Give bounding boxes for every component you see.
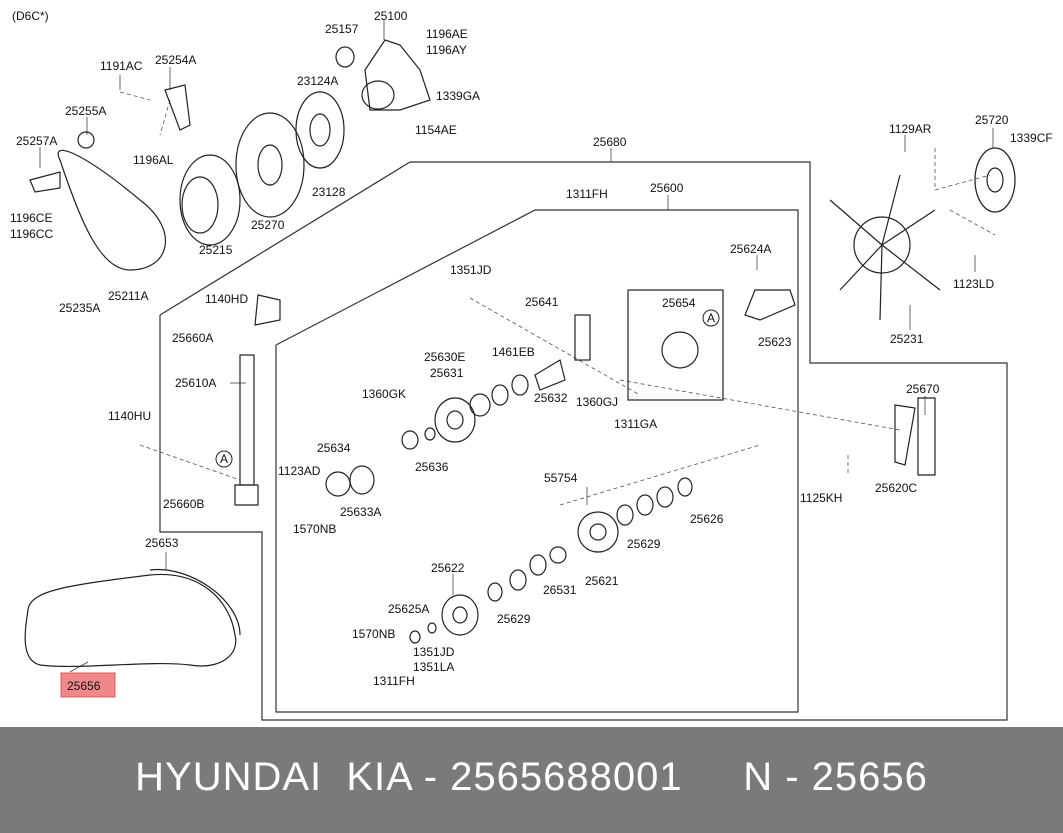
svg-text:1570NB: 1570NB bbox=[293, 522, 336, 536]
svg-text:25634: 25634 bbox=[317, 441, 351, 455]
svg-text:25215: 25215 bbox=[199, 243, 233, 257]
diagram-drawing: A A (D6C*) 25100 25157 1196AE 1196AY 133… bbox=[10, 9, 1053, 721]
svg-text:25622: 25622 bbox=[431, 561, 465, 575]
svg-text:25231: 25231 bbox=[890, 332, 924, 346]
svg-text:1461EB: 1461EB bbox=[492, 345, 535, 359]
highlight-25656 bbox=[60, 672, 116, 698]
svg-text:55754: 55754 bbox=[544, 471, 578, 485]
svg-text:1351JD: 1351JD bbox=[450, 263, 492, 277]
svg-text:25660B: 25660B bbox=[163, 497, 204, 511]
svg-text:26531: 26531 bbox=[543, 583, 577, 597]
svg-text:25629: 25629 bbox=[497, 612, 531, 626]
svg-text:23128: 23128 bbox=[312, 185, 346, 199]
svg-text:1339CF: 1339CF bbox=[1010, 131, 1053, 145]
svg-text:25654: 25654 bbox=[662, 296, 696, 310]
svg-text:1140HU: 1140HU bbox=[108, 409, 151, 423]
svg-text:25270: 25270 bbox=[251, 218, 285, 232]
svg-text:1154AE: 1154AE bbox=[415, 123, 457, 137]
svg-text:25255A: 25255A bbox=[65, 104, 106, 118]
dashed-lines bbox=[119, 91, 996, 506]
svg-text:25632: 25632 bbox=[534, 391, 568, 405]
svg-text:25623: 25623 bbox=[758, 335, 792, 349]
callouts: A A bbox=[215, 309, 720, 468]
svg-text:1351LA: 1351LA bbox=[413, 660, 454, 674]
svg-text:25254A: 25254A bbox=[155, 53, 196, 67]
svg-text:1351JD: 1351JD bbox=[413, 645, 455, 659]
svg-text:1196AY: 1196AY bbox=[426, 43, 467, 57]
assembly-box-25600 bbox=[275, 209, 799, 713]
svg-text:(D6C*): (D6C*) bbox=[12, 9, 49, 23]
footer-bar: HYUNDAI KIA - 2565688001 N - 25656 bbox=[0, 727, 1063, 833]
svg-text:25624A: 25624A bbox=[730, 242, 771, 256]
svg-text:1129AR: 1129AR bbox=[889, 122, 932, 136]
part-shapes bbox=[24, 39, 1016, 668]
svg-text:25653: 25653 bbox=[145, 536, 179, 550]
svg-text:25629: 25629 bbox=[627, 537, 661, 551]
svg-text:25100: 25100 bbox=[374, 9, 408, 23]
svg-text:1123AD: 1123AD bbox=[278, 464, 321, 478]
svg-text:25630E: 25630E bbox=[424, 350, 465, 364]
svg-text:1191AC: 1191AC bbox=[100, 59, 143, 73]
svg-text:25720: 25720 bbox=[975, 113, 1009, 127]
svg-text:1360GK: 1360GK bbox=[362, 387, 406, 401]
svg-text:1196AL: 1196AL bbox=[133, 153, 174, 167]
svg-text:25600: 25600 bbox=[650, 181, 684, 195]
svg-text:A: A bbox=[220, 452, 228, 466]
svg-text:25641: 25641 bbox=[525, 295, 559, 309]
svg-text:25257A: 25257A bbox=[16, 134, 57, 148]
svg-text:1125KH: 1125KH bbox=[800, 491, 842, 505]
footer-part-info: HYUNDAI KIA - 2565688001 N - 25656 bbox=[135, 755, 928, 799]
svg-text:1196CC: 1196CC bbox=[10, 227, 53, 241]
svg-text:25670: 25670 bbox=[906, 382, 940, 396]
svg-text:25631: 25631 bbox=[430, 366, 464, 380]
svg-text:1339GA: 1339GA bbox=[436, 89, 480, 103]
svg-text:25235A: 25235A bbox=[59, 301, 100, 315]
leader-lines bbox=[39, 20, 994, 673]
svg-text:1140HD: 1140HD bbox=[205, 292, 248, 306]
svg-text:1360GJ: 1360GJ bbox=[576, 395, 618, 409]
svg-text:1311GA: 1311GA bbox=[614, 417, 657, 431]
parts-diagram: A A (D6C*) 25100 25157 1196AE 1196AY 133… bbox=[10, 9, 1053, 721]
svg-text:25660A: 25660A bbox=[172, 331, 213, 345]
svg-text:25157: 25157 bbox=[325, 22, 359, 36]
svg-text:1311FH: 1311FH bbox=[566, 187, 608, 201]
svg-text:23124A: 23124A bbox=[297, 74, 338, 88]
svg-text:25656: 25656 bbox=[67, 679, 101, 693]
svg-text:25625A: 25625A bbox=[388, 602, 429, 616]
svg-text:25620C: 25620C bbox=[875, 481, 917, 495]
svg-text:A: A bbox=[707, 311, 715, 325]
svg-text:1311FH: 1311FH bbox=[373, 674, 415, 688]
svg-text:25626: 25626 bbox=[690, 512, 724, 526]
svg-text:1123LD: 1123LD bbox=[953, 277, 994, 291]
svg-text:25680: 25680 bbox=[593, 135, 627, 149]
svg-text:1570NB: 1570NB bbox=[352, 627, 395, 641]
svg-text:1196CE: 1196CE bbox=[10, 211, 52, 225]
part-labels: (D6C*) 25100 25157 1196AE 1196AY 1339GA … bbox=[10, 9, 1053, 693]
svg-text:1196AE: 1196AE bbox=[426, 27, 468, 41]
svg-text:25633A: 25633A bbox=[340, 505, 381, 519]
svg-text:25636: 25636 bbox=[415, 460, 449, 474]
assembly-box-25680 bbox=[159, 161, 1008, 721]
svg-text:25211A: 25211A bbox=[108, 289, 148, 303]
svg-text:25610A: 25610A bbox=[175, 376, 216, 390]
svg-text:25621: 25621 bbox=[585, 574, 619, 588]
